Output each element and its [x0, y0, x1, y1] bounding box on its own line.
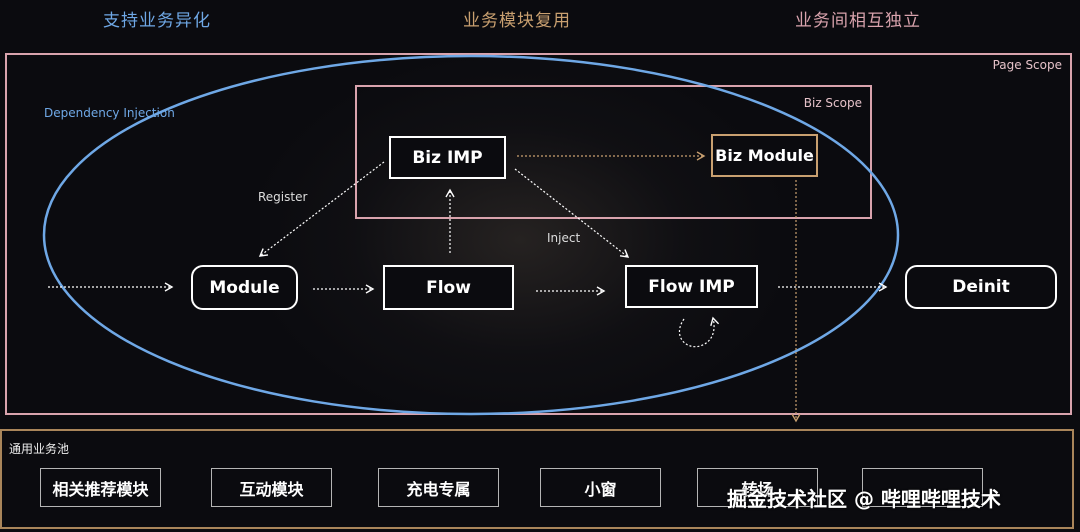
dependency-injection-label: Dependency Injection	[44, 106, 175, 120]
background-glow	[260, 60, 780, 420]
arrow-bizimp-register-module	[258, 161, 385, 257]
header-module-reuse: 业务模块复用	[463, 11, 571, 31]
page-scope-box: Page Scope	[5, 53, 1072, 415]
pool-item-related-recommendation: 相关推荐模块	[40, 468, 161, 507]
page-scope-label: Page Scope	[992, 58, 1062, 72]
biz-imp-node: Biz IMP	[389, 136, 506, 179]
module-node: Module	[191, 265, 298, 310]
inject-edge-label: Inject	[547, 231, 581, 245]
flow-imp-node: Flow IMP	[625, 265, 758, 308]
header-business-independence: 业务间相互独立	[795, 11, 921, 31]
biz-scope-box: Biz Scope	[355, 85, 872, 219]
dependency-injection-ellipse	[42, 54, 900, 416]
business-pool-title: 通用业务池	[9, 442, 70, 456]
pool-item-mini-window: 小窗	[540, 468, 661, 507]
pool-item-empty	[862, 468, 983, 507]
watermark-text: 掘金技术社区 @ 哔哩哔哩技术	[727, 487, 1001, 511]
pool-item-transition: 转场	[697, 468, 818, 507]
flow-node: Flow	[383, 265, 514, 310]
biz-module-node: Biz Module	[711, 134, 818, 177]
pool-item-charging-exclusive: 充电专属	[378, 468, 499, 507]
biz-scope-label: Biz Scope	[803, 96, 862, 110]
register-edge-label: Register	[258, 190, 308, 204]
loop-arrow-flowimp-self	[678, 316, 720, 348]
header-business-differentiation: 支持业务异化	[103, 11, 211, 31]
business-pool-box	[0, 429, 1074, 529]
deinit-node: Deinit	[905, 265, 1057, 309]
pool-item-interaction: 互动模块	[211, 468, 332, 507]
